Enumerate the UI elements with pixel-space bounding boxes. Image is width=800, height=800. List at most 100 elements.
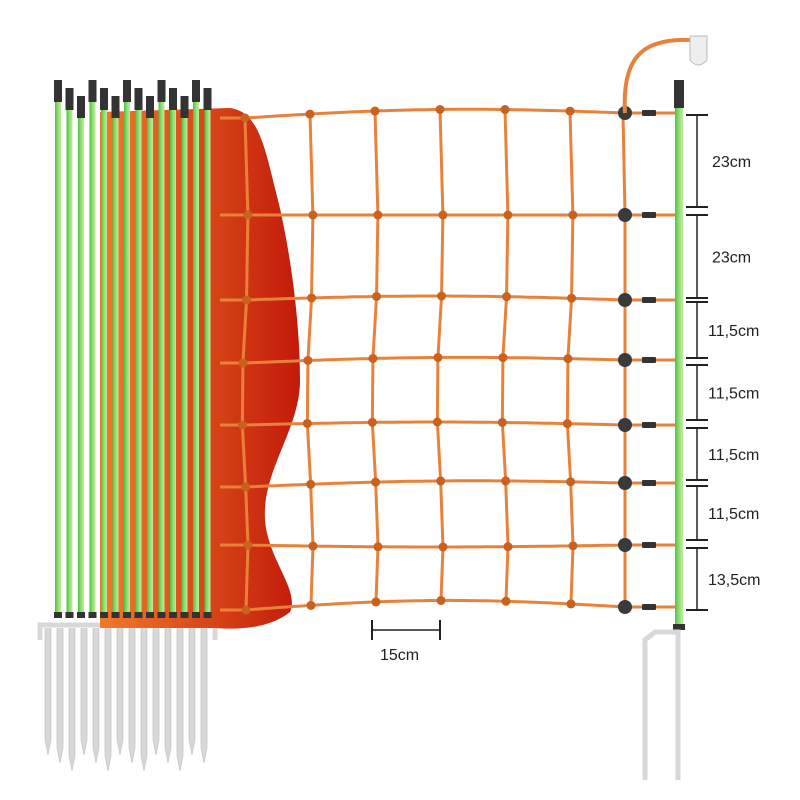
- post-foot: [203, 612, 212, 618]
- net-knot: [567, 293, 577, 303]
- net-mesh: [220, 37, 705, 615]
- insulator-node: [618, 476, 632, 490]
- ground-spike: [104, 628, 112, 772]
- net-knot: [308, 210, 318, 220]
- post-hook: [689, 35, 708, 66]
- net-knot: [438, 542, 448, 552]
- ground-spike: [44, 628, 52, 756]
- net-knot: [238, 358, 248, 368]
- post-foot: [111, 612, 120, 618]
- insulator-clip: [642, 604, 656, 610]
- net-knot: [501, 476, 511, 486]
- net-knot: [372, 291, 382, 301]
- net-knot: [501, 596, 511, 606]
- net-knot: [368, 353, 378, 363]
- net-knot: [242, 295, 252, 305]
- net-horizontal-wire: [220, 543, 680, 549]
- net-knot: [367, 417, 377, 427]
- post-cap: [157, 80, 166, 102]
- net-knot: [306, 479, 316, 489]
- insulator-clip: [642, 542, 656, 548]
- fence-post: [55, 100, 61, 618]
- fence-post: [204, 108, 211, 618]
- post-foot: [77, 612, 85, 618]
- net-knot: [371, 597, 381, 607]
- ground-spike: [164, 628, 172, 764]
- post-cap: [169, 88, 177, 110]
- fence-post: [78, 116, 84, 618]
- post-cap: [111, 96, 120, 118]
- fence-post: [193, 100, 199, 618]
- fence-post: [66, 108, 73, 618]
- ground-spike: [80, 628, 88, 756]
- post-cap: [54, 80, 62, 102]
- posts-bundle: [54, 80, 212, 618]
- post-cap: [180, 96, 189, 118]
- insulator-clip: [642, 422, 656, 428]
- net-horizontal-wire: [220, 355, 680, 365]
- spacing-label: 23cm: [712, 154, 751, 171]
- fence-post: [112, 116, 119, 618]
- fence-post: [158, 100, 165, 618]
- net-knot: [563, 354, 573, 364]
- post-foot: [123, 612, 131, 618]
- net-knot: [302, 418, 312, 428]
- spacing-label: 11,5cm: [708, 386, 759, 403]
- end-post: [642, 35, 708, 780]
- net-vertical-strut: [240, 117, 250, 611]
- insulator-clip: [642, 212, 656, 218]
- net-vertical-strut: [500, 109, 510, 602]
- ground-spike: [140, 628, 148, 772]
- ground-spike: [642, 629, 681, 780]
- ground-spike: [152, 628, 160, 756]
- fence-post: [170, 108, 176, 618]
- ground-spike: [116, 628, 124, 756]
- net-knot: [303, 355, 313, 365]
- ground-spike: [176, 628, 184, 772]
- net-horizontal-wire: [220, 479, 680, 489]
- post-cap: [203, 88, 212, 110]
- post-cap: [146, 96, 154, 118]
- net-knot: [243, 540, 253, 550]
- fence-post: [181, 116, 188, 618]
- fence-post: [124, 100, 130, 618]
- end-post-rod: [675, 108, 683, 626]
- insulator-node: [618, 600, 632, 614]
- post-foot: [134, 612, 143, 618]
- net-horizontal-wire: [220, 420, 680, 427]
- ground-spike: [188, 628, 196, 756]
- net-vertical-strut: [435, 109, 445, 601]
- net-knot: [373, 210, 383, 220]
- net-knot: [435, 104, 445, 114]
- fence-post: [135, 108, 142, 618]
- post-foot: [169, 612, 177, 618]
- net-knot: [498, 353, 508, 363]
- insulator-node: [618, 353, 632, 367]
- post-foot: [146, 612, 154, 618]
- net-knot: [305, 109, 315, 119]
- net-knot: [241, 605, 251, 615]
- insulator-clip: [642, 297, 656, 303]
- post-foot: [65, 612, 74, 618]
- spacing-label: 11,5cm: [708, 447, 759, 464]
- mesh-width-label: 15cm: [380, 647, 419, 664]
- net-vertical-strut: [305, 114, 315, 606]
- spacing-label: 11,5cm: [708, 323, 759, 340]
- ground-spike: [200, 628, 208, 764]
- net-vertical-strut: [370, 110, 380, 602]
- post-foot: [100, 612, 108, 618]
- dimension-annotations: 23cm23cm11,5cm11,5cm11,5cm11,5cm13,5cm15…: [371, 114, 760, 664]
- net-knot: [240, 113, 250, 123]
- net-knot: [432, 417, 442, 427]
- net-knot: [371, 477, 381, 487]
- post-cap: [88, 80, 97, 102]
- net-knot: [566, 477, 576, 487]
- net-knot: [243, 210, 253, 220]
- net-knot: [237, 420, 247, 430]
- connection-lead: [622, 37, 705, 114]
- ground-spike: [128, 628, 136, 764]
- net-vertical-strut: [621, 112, 627, 607]
- fence-post: [89, 100, 96, 618]
- net-knot: [433, 352, 443, 362]
